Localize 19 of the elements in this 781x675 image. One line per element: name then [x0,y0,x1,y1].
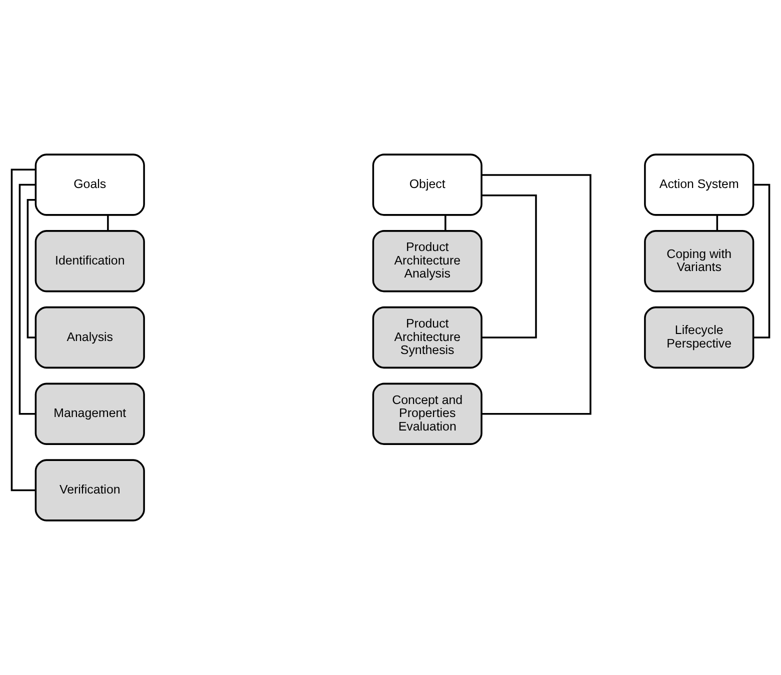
node-box: Product Architecture Synthesis [372,306,482,369]
connector [482,194,537,338]
node-box: Object [372,154,482,216]
node-box: Identification [34,230,145,292]
connector [107,215,109,231]
node-box: Analysis [34,306,145,369]
node-box: Verification [34,459,145,522]
node-box: Coping with Variants [644,230,754,292]
connector [716,215,718,231]
node-box: Lifecycle Perspective [644,306,754,369]
node-box: Goals [34,154,145,216]
connector [26,198,36,338]
node-box: Action System [644,154,754,216]
connector [444,215,446,231]
node-box: Management [34,382,145,445]
connector [482,174,592,415]
node-box: Product Architecture Analysis [372,230,482,292]
connector [10,168,36,492]
node-box: Concept and Properties Evaluation [372,382,482,445]
